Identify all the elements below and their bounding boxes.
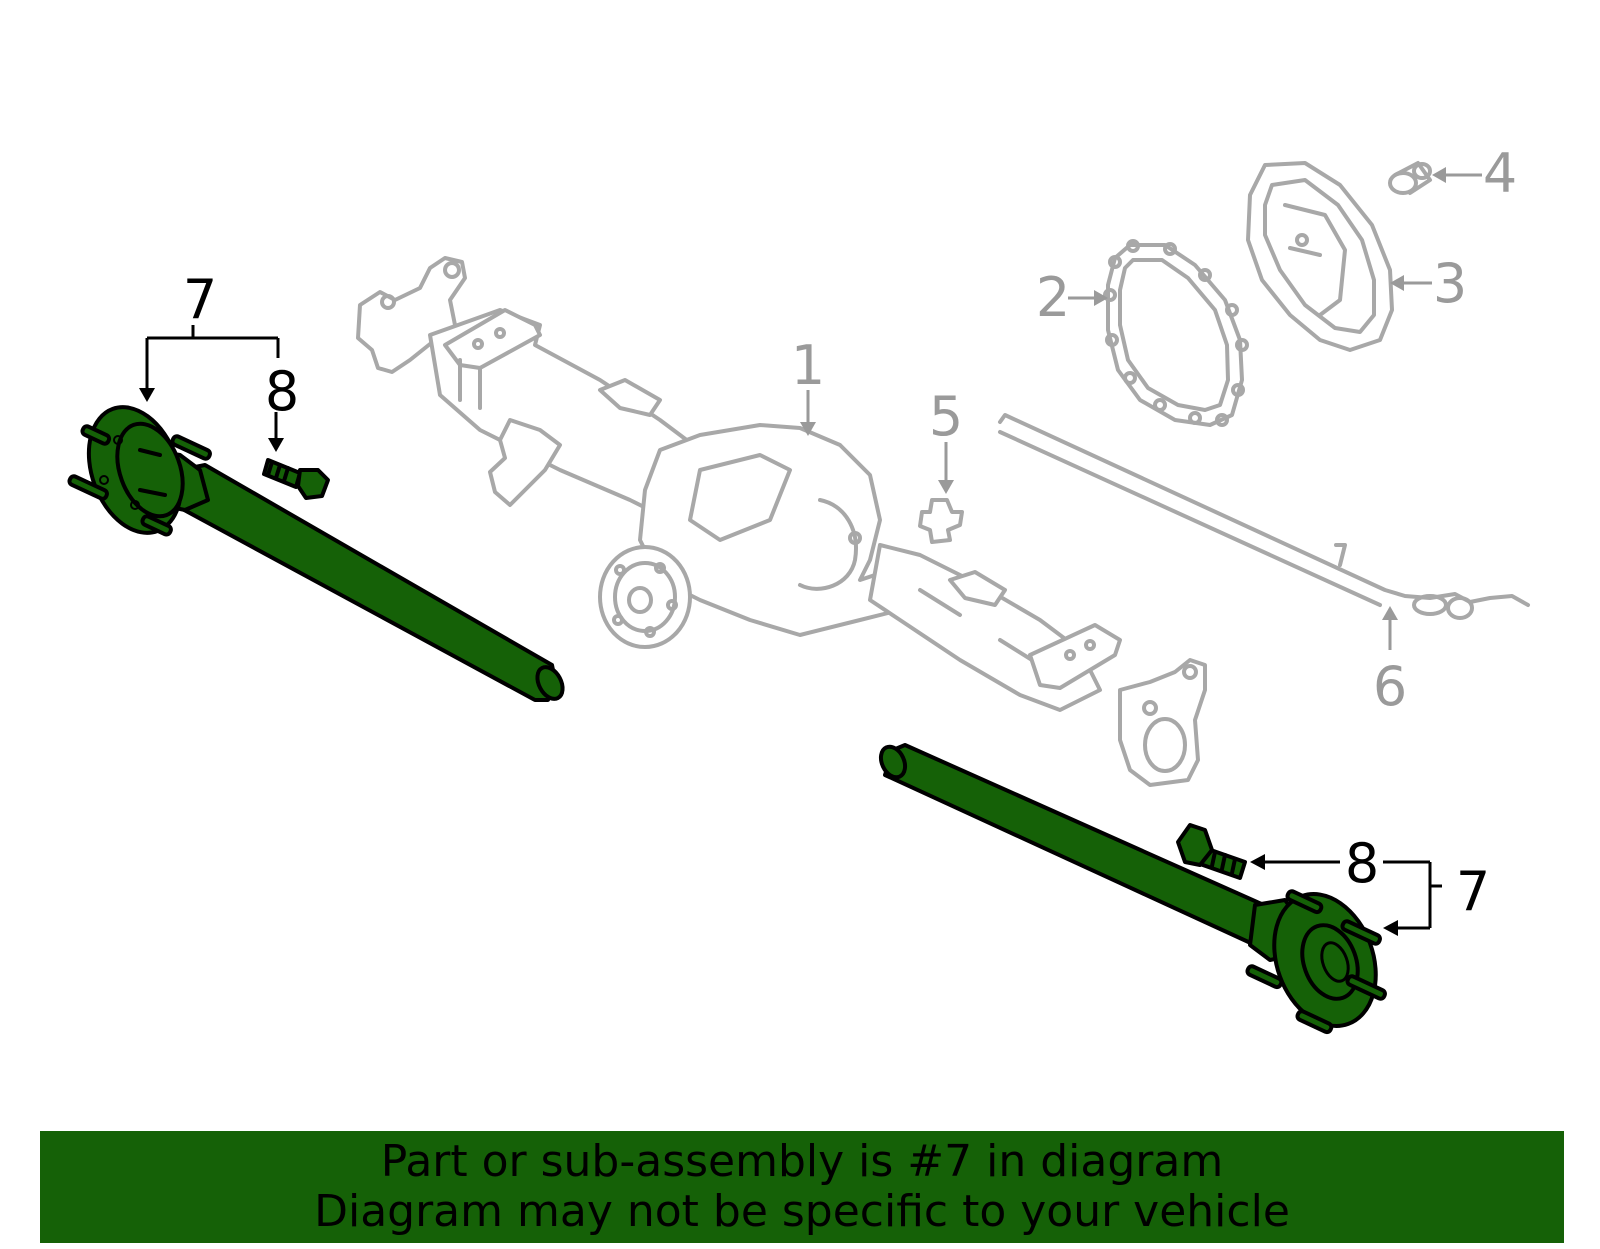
cover-gasket bbox=[1103, 239, 1249, 427]
axle-shaft-left[interactable] bbox=[67, 394, 567, 703]
parts-diagram: 1 2 3 4 5 6 7 8 8 7 bbox=[67, 142, 1530, 1040]
info-banner: Part or sub-assembly is #7 in diagram Di… bbox=[40, 1131, 1564, 1243]
callout-1: 1 bbox=[791, 334, 825, 397]
callout-3: 3 bbox=[1433, 252, 1467, 315]
axle-shaft-right[interactable] bbox=[876, 743, 1393, 1040]
retaining-clip bbox=[918, 498, 964, 544]
bolt-right[interactable] bbox=[1176, 823, 1247, 880]
callout-5: 5 bbox=[929, 385, 963, 448]
axle-housing bbox=[356, 256, 1207, 787]
callout-8-right: 8 bbox=[1345, 832, 1379, 895]
callout-7-left: 7 bbox=[183, 268, 217, 331]
callout-7-right: 7 bbox=[1456, 860, 1490, 923]
callout-8-left: 8 bbox=[265, 360, 299, 423]
banner-line-2: Diagram may not be specific to your vehi… bbox=[314, 1186, 1290, 1237]
differential-cover bbox=[1246, 161, 1394, 352]
banner-line-1: Part or sub-assembly is #7 in diagram bbox=[380, 1136, 1224, 1187]
callout-4: 4 bbox=[1483, 142, 1517, 205]
gray-leaders bbox=[800, 167, 1482, 650]
callout-6: 6 bbox=[1373, 655, 1407, 718]
fill-plug bbox=[1388, 161, 1432, 195]
callout-2: 2 bbox=[1036, 266, 1070, 329]
bolt-left[interactable] bbox=[262, 458, 330, 500]
vent-tube bbox=[998, 413, 1530, 620]
black-leaders bbox=[139, 325, 1442, 936]
callout-labels: 1 2 3 4 5 6 7 8 8 7 bbox=[183, 142, 1517, 923]
